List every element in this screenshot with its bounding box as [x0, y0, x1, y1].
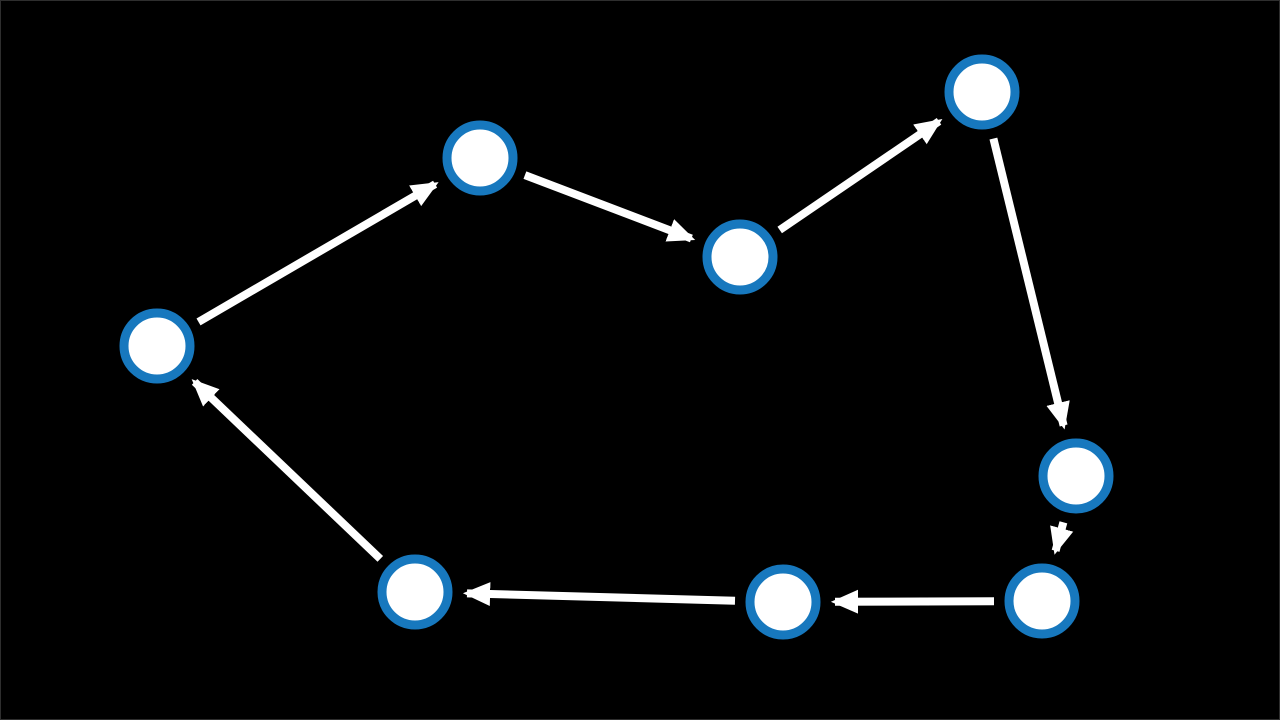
graph-edge-arrow-n2-n3 [523, 171, 696, 243]
graph-edge-arrow-n8-n1 [191, 379, 384, 562]
graph-edge-arrow-n7-n8 [462, 582, 736, 606]
node-upper-middle [702, 219, 778, 295]
node-right [1038, 438, 1114, 514]
node-bottom-left [377, 554, 453, 630]
node-bottom-middle [745, 564, 821, 640]
graph-edge-arrow-n6-n7 [830, 589, 995, 614]
node-top-right [944, 54, 1020, 130]
graph-edge-arrow-n1-n2 [196, 180, 439, 326]
node-bottom-right [1004, 563, 1080, 639]
graph-edge-arrow-n5-n6 [1050, 521, 1074, 555]
graph-edge-arrow-n3-n4 [777, 117, 943, 234]
node-left [119, 308, 195, 384]
graph-edge-arrow-n4-n5 [989, 137, 1070, 430]
edges-layer [191, 117, 1074, 614]
nodes-layer [119, 54, 1114, 640]
node-upper-left [442, 120, 518, 196]
